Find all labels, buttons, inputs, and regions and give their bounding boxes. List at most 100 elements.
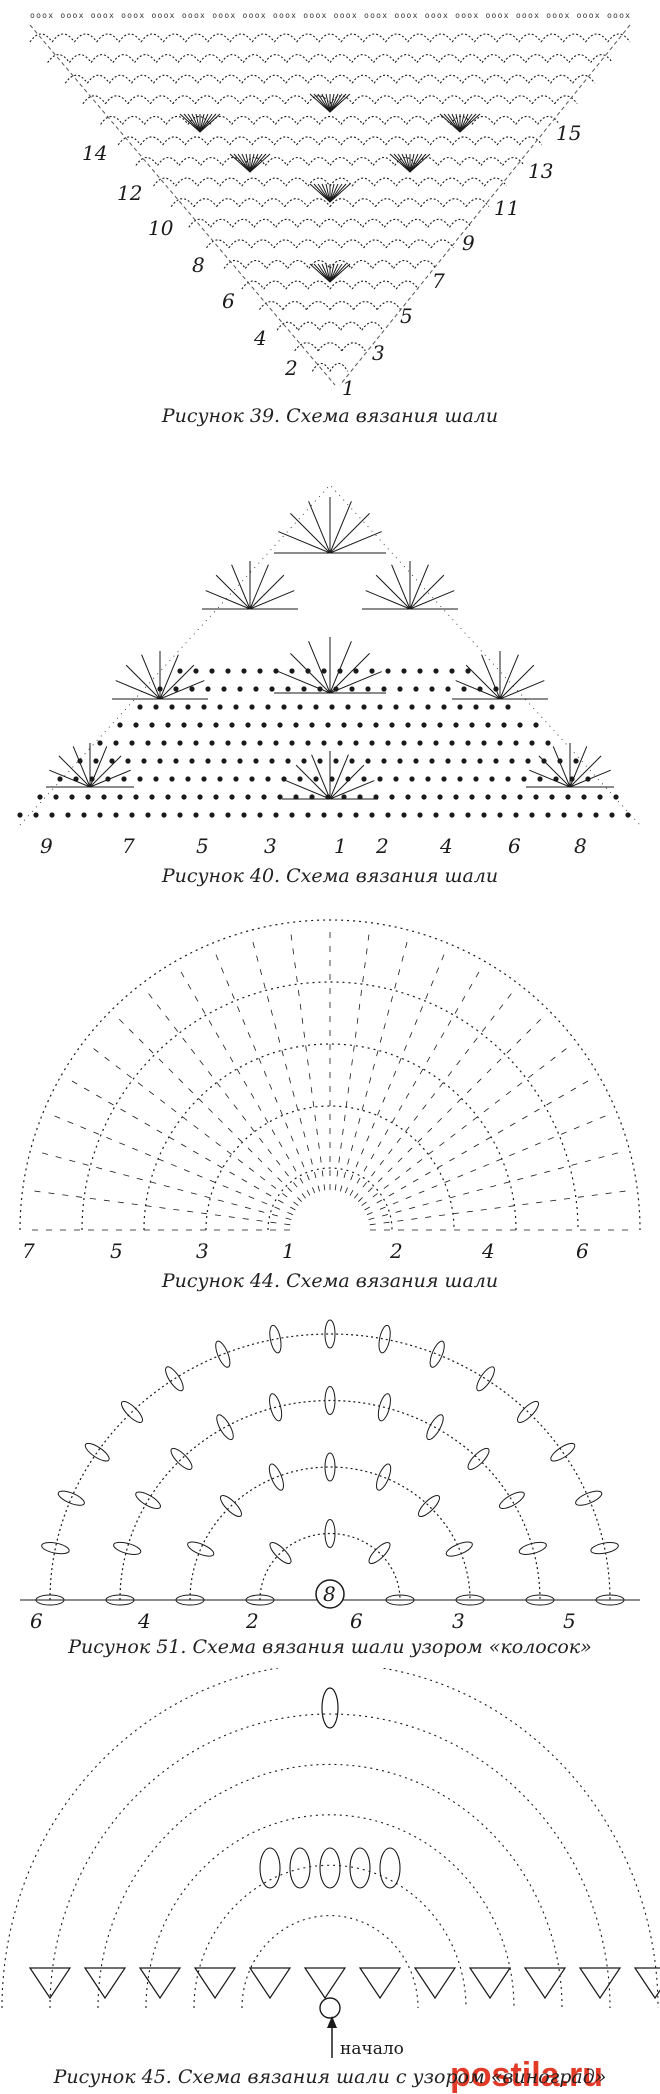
dot-stitch: [561, 812, 567, 818]
chain-arch: [420, 198, 444, 208]
dot-stitch: [273, 740, 279, 746]
chain-arch: [178, 156, 202, 166]
chain-arch: [385, 33, 409, 43]
fan-stitch: [290, 653, 331, 694]
chain-arch: [429, 33, 453, 43]
dot-stitch: [497, 812, 503, 818]
dot-stitch: [97, 812, 103, 818]
chain-arch: [427, 218, 450, 228]
row-label-10: 10: [148, 216, 174, 240]
ring-arc: [267, 1167, 393, 1231]
chain-arch: [416, 54, 440, 63]
chain-arch: [329, 280, 353, 290]
chain-arch: [112, 54, 135, 63]
dot-stitch: [289, 740, 295, 746]
fan-stitch: [552, 746, 571, 788]
leaf-motif: [113, 1541, 142, 1555]
chain-arch: [329, 74, 353, 84]
dot-stitch: [473, 776, 479, 782]
chain-arch: [329, 95, 353, 105]
dot-stitch: [185, 776, 191, 782]
dot-stitch: [169, 776, 175, 782]
row-label-2: 2: [284, 356, 298, 380]
dot-stitch: [581, 794, 587, 800]
dot-stitch: [145, 812, 151, 818]
chain-arch: [340, 218, 364, 228]
fan-stitch: [317, 263, 331, 283]
dot-stitch: [533, 794, 539, 800]
dot-stitch: [489, 704, 495, 710]
dot-stitch: [337, 740, 343, 746]
fan-stitch: [329, 183, 335, 203]
chain-arch: [307, 280, 331, 290]
chain-arch: [294, 342, 319, 352]
chain-arch: [229, 33, 253, 43]
chain-arch: [241, 74, 265, 84]
fan-stitch: [375, 574, 411, 610]
dot-stitch: [521, 776, 527, 782]
fan-stitch: [215, 574, 251, 610]
chain-arch: [153, 177, 177, 187]
chain-arch: [395, 177, 419, 187]
top-cluster: [321, 1687, 339, 1729]
leaf-motif: [590, 1541, 619, 1555]
figure-39: ooox ooox ooox ooox ooox ooox ooox ooox …: [0, 0, 660, 440]
radial-line: [214, 952, 316, 1194]
chain-arch: [68, 54, 92, 63]
fan-stitch: [329, 501, 352, 554]
chain-arch: [518, 33, 542, 43]
chain-arch: [100, 115, 123, 125]
dot-stitch: [441, 776, 447, 782]
dot-stitch: [501, 722, 507, 728]
chain-arch: [266, 259, 289, 269]
fan-stitch: [569, 746, 588, 788]
fan-stitch: [245, 153, 251, 173]
chain-arch: [329, 156, 353, 166]
chain-arch: [351, 280, 375, 290]
fan-stitch: [89, 769, 131, 788]
dot-stitch: [49, 812, 55, 818]
chain-arch: [373, 74, 397, 84]
dot-stitch: [129, 740, 135, 746]
dot-stitch: [597, 794, 603, 800]
leaf-motif: [324, 1519, 336, 1548]
chain-arch: [568, 54, 592, 63]
dot-stitch: [113, 740, 119, 746]
dot-stitch: [409, 776, 415, 782]
chain-arch: [162, 33, 187, 43]
chain-arch: [414, 259, 437, 269]
dot-stitch: [509, 758, 515, 764]
dot-stitch: [209, 812, 215, 818]
fan-stitch: [249, 574, 285, 610]
chain-arch: [185, 33, 209, 43]
row-label-14: 14: [82, 141, 107, 165]
chain-arch: [307, 177, 331, 187]
chain-arch: [172, 95, 196, 105]
chain-arch: [273, 136, 298, 146]
dot-stitch: [465, 812, 471, 818]
chain-arch: [537, 115, 560, 125]
chain-arch: [458, 156, 482, 166]
chain-arch: [241, 177, 265, 187]
dot-stitch: [185, 704, 191, 710]
chain-arch: [496, 136, 520, 146]
chain-arch: [228, 239, 252, 249]
chain-arch: [351, 74, 375, 84]
dot-stitch: [369, 668, 375, 674]
leaf-motif: [120, 1400, 144, 1423]
leaf-motif: [269, 1393, 283, 1422]
chain-arch: [197, 74, 221, 84]
leaf-motif: [215, 1340, 231, 1368]
chain-arch: [464, 95, 488, 105]
chain-arch: [461, 74, 485, 84]
chain-arch: [362, 136, 387, 146]
fan-border: [248, 1967, 292, 2000]
dot-stitch: [437, 722, 443, 728]
fig45-start-label: начало: [340, 2039, 404, 2059]
fan-stitch: [451, 113, 461, 133]
row-label-8: 8: [192, 253, 205, 277]
fan-stitch: [313, 183, 331, 203]
chain-arch: [90, 54, 114, 63]
chain-arch: [143, 115, 167, 125]
chain-arch: [263, 280, 287, 290]
